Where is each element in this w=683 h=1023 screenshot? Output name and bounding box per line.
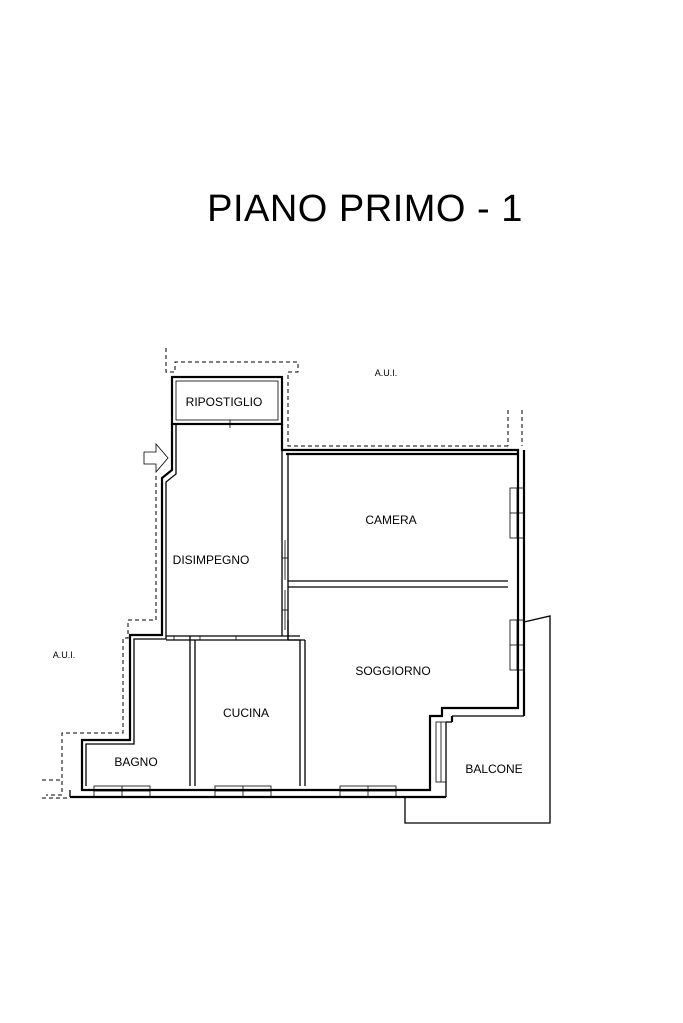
floor-plan-title: PIANO PRIMO - 1	[207, 188, 523, 230]
windows	[93, 487, 525, 798]
aui-left-label: A.U.I.	[53, 650, 76, 660]
disimpegno-label: DISIMPEGNO	[173, 553, 250, 567]
neighbour-boundary	[42, 348, 523, 799]
internal-walls	[166, 424, 508, 786]
bagno-label: BAGNO	[114, 755, 157, 769]
ripostiglio-label: RIPOSTIGLIO	[186, 395, 263, 409]
soggiorno-label: SOGGIORNO	[355, 664, 430, 678]
cucina-label: CUCINA	[223, 706, 269, 720]
balcone-label: BALCONE	[465, 762, 522, 776]
camera-label: CAMERA	[365, 513, 416, 527]
aui-top-label: A.U.I.	[375, 368, 398, 378]
outer-walls	[69, 424, 526, 799]
entrance-arrow-icon	[143, 442, 169, 474]
door-marks	[173, 420, 288, 640]
balcony-outline	[404, 615, 551, 824]
